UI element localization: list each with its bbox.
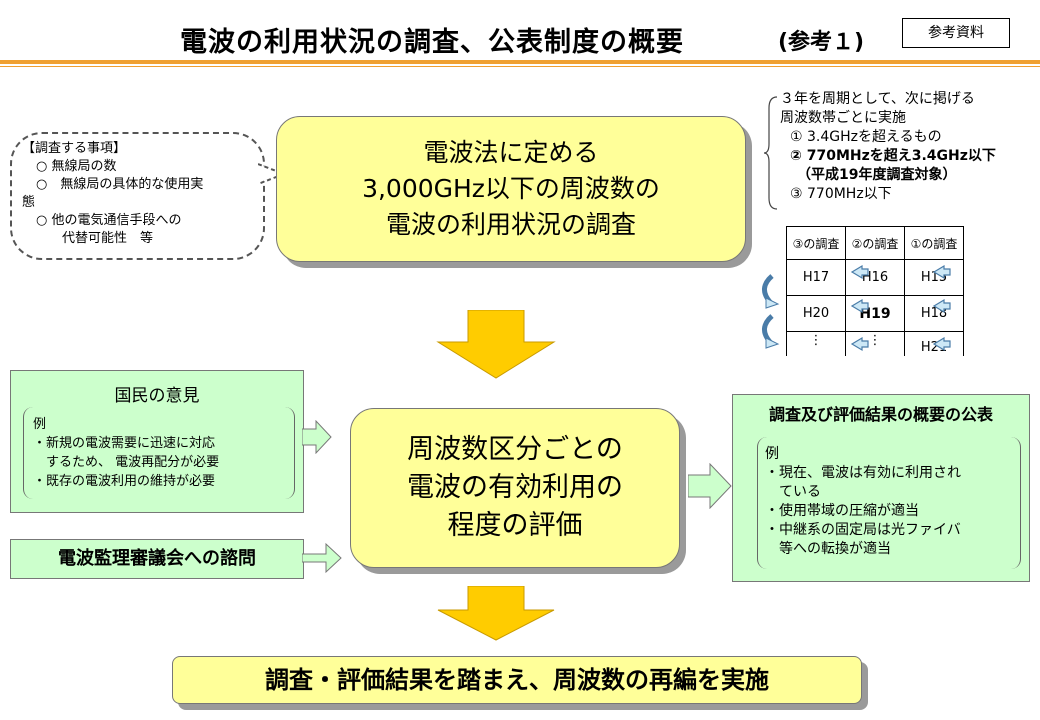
publication-box: 調査及び評価結果の概要の公表 例 ・現在、電波は有効に利用され ている ・使用帯… [732, 394, 1030, 582]
cycle-arrows-icon [762, 264, 951, 352]
publication-list: 例 ・現在、電波は有効に利用され ている ・使用帯域の圧縮が適当 ・中継系の固定… [765, 445, 961, 559]
right-arrow-icon [688, 463, 732, 509]
survey-item: 態 [22, 195, 36, 210]
header-divider-thin [0, 66, 1040, 67]
radio-survey-line: 電波の利用状況の調査 [385, 210, 636, 239]
example-bracket [23, 407, 295, 499]
cycle-note-line: ① 3.4GHzを超えるもの [790, 129, 942, 145]
cycle-note-line: 周波数帯ごとに実施 [780, 110, 906, 126]
right-arrow-icon [302, 420, 332, 454]
example-bracket [757, 437, 1021, 569]
list-item: ・既存の電波利用の維持が必要 [33, 474, 216, 489]
page-title: 電波の利用状況の調査、公表制度の概要 [180, 27, 684, 58]
list-item: ・現在、電波は有効に利用され [765, 465, 961, 481]
survey-cycle-table: ③の調査 ②の調査 ①の調査 H17 H16 H15 H20 H19 H18 ⋮… [786, 226, 964, 356]
public-opinion-title: 国民の意見 [114, 386, 200, 406]
cycle-note-line: ３年を周期として、次に掲げる [780, 91, 975, 107]
list-item: ・中継系の固定局は光ファイバ [765, 522, 961, 538]
evaluation-line: 周波数区分ごとの [407, 434, 623, 465]
reference-badge: 参考資料 [902, 18, 1010, 48]
table-row: ⋮ ⋮ H21 [786, 331, 964, 356]
publication-title: 調査及び評価結果の概要の公表 [768, 405, 993, 424]
table-cell: H19 [845, 295, 905, 332]
council-consultation-box: 電波監理審議会への諮問 [10, 539, 304, 579]
survey-item: ○ 無線局の具体的な使用実 [36, 177, 204, 192]
table-header-cell: ①の調査 [904, 226, 964, 260]
survey-items-callout [10, 132, 265, 260]
survey-item: 代替可能性 等 [36, 231, 154, 246]
cycle-note-line: （平成19年度調査対象） [790, 167, 957, 183]
table-header-cell: ②の調査 [845, 226, 905, 260]
cycle-note-line: ③ 770MHz以下 [790, 186, 892, 202]
right-arrow-icon [302, 542, 342, 574]
brace-icon [764, 96, 778, 210]
evaluation-line: 電波の有効利用の [407, 472, 623, 503]
list-item: ている [765, 484, 821, 500]
frequency-reorganization-box: 調査・評価結果を踏まえ、周波数の再編を実施 [172, 656, 862, 704]
table-header-row: ③の調査 ②の調査 ①の調査 [786, 226, 964, 260]
survey-cycle-note: ３年を周期として、次に掲げる 周波数帯ごとに実施 ① 3.4GHzを超えるもの … [780, 90, 996, 204]
down-arrow-icon [436, 310, 556, 379]
survey-items-list: 【調査する事項】 ○ 無線局の数 ○ 無線局の具体的な使用実 態 ○ 他の電気通… [22, 140, 262, 248]
example-label: 例 [765, 446, 779, 462]
example-label: 例 [33, 417, 47, 432]
evaluation-line: 程度の評価 [447, 510, 583, 541]
list-item: ・新規の電波需要に迅速に対応 [33, 436, 216, 451]
callout-tail-icon [258, 163, 286, 185]
survey-item: ○ 無線局の数 [36, 159, 117, 174]
public-opinion-list: 例 ・新規の電波需要に迅速に対応 するため、 電波再配分が必要 ・既存の電波利用… [33, 415, 219, 491]
table-header-cell: ③の調査 [786, 226, 846, 260]
survey-items-heading: 【調査する事項】 [22, 141, 127, 156]
radio-survey-box: 電波法に定める 3,000GHz以下の周波数の 電波の利用状況の調査 [276, 116, 746, 262]
list-item: 等への転換が適当 [765, 541, 891, 557]
page-title-suffix: (参考１) [778, 30, 865, 55]
radio-survey-line: 3,000GHz以下の周波数の [362, 174, 660, 203]
evaluation-box: 周波数区分ごとの 電波の有効利用の 程度の評価 [350, 408, 680, 568]
list-item: するため、 電波再配分が必要 [33, 455, 220, 470]
survey-item: ○ 他の電気通信手段への [36, 213, 182, 228]
table-cell: H20 [786, 295, 846, 332]
header-divider [0, 60, 1040, 64]
radio-survey-line: 電波法に定める [423, 138, 599, 167]
public-opinion-box: 国民の意見 例 ・新規の電波需要に迅速に対応 するため、 電波再配分が必要 ・既… [10, 370, 304, 513]
list-item: ・使用帯域の圧縮が適当 [765, 503, 919, 519]
down-arrow-icon [437, 586, 555, 641]
cycle-note-line: ② 770MHzを超え3.4GHz以下 [790, 148, 996, 164]
table-row: H20 H19 H18 [786, 295, 964, 332]
table-cell: H18 [904, 295, 964, 332]
